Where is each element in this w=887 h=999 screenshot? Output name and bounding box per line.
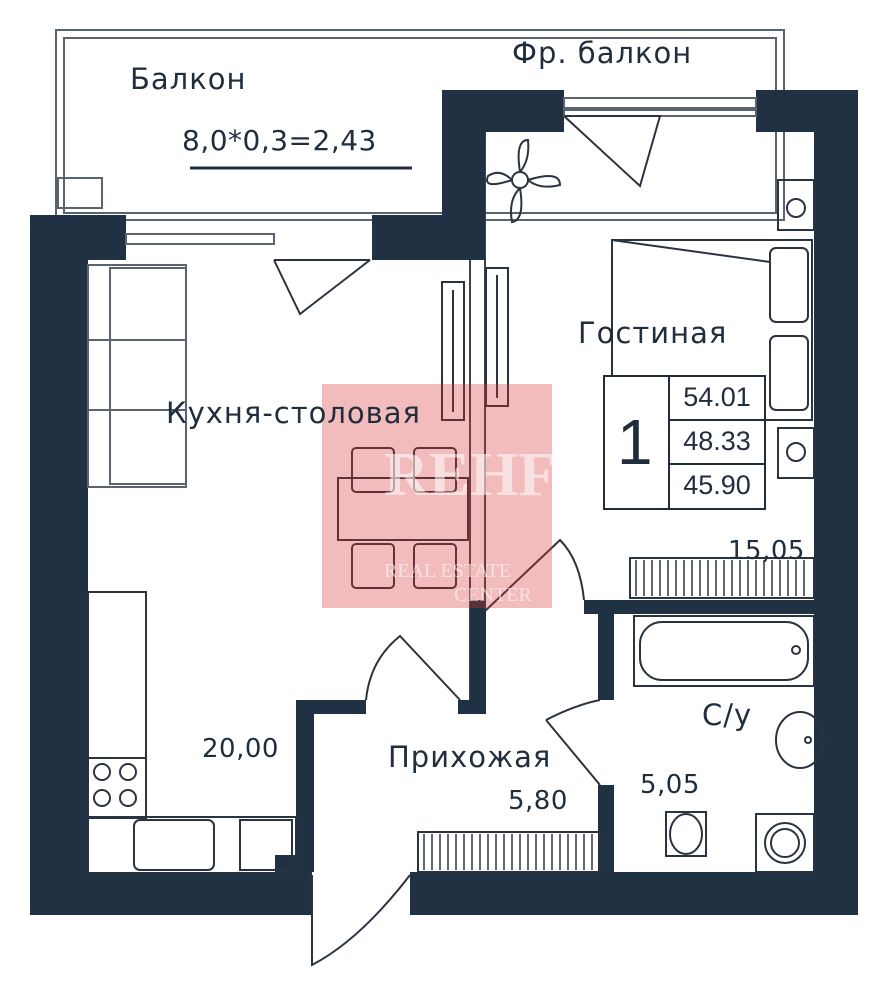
french-balcony-label: Фр. балкон (512, 36, 693, 70)
watermark-line2: CENTER (454, 584, 532, 606)
apartment-info-box: 1 54.01 48.33 45.90 (603, 375, 766, 510)
plant-icon (486, 138, 562, 224)
info-box-row-divider-1 (670, 419, 764, 421)
kitchen-counter (87, 591, 297, 876)
rooms-count: 1 (617, 406, 653, 478)
watermark (322, 384, 552, 608)
bathroom-area: 5,05 (640, 770, 700, 800)
watermark-line1: REAL ESTATE (384, 560, 512, 582)
wardrobe-shelves (441, 267, 509, 421)
watermark-brand: REHFE (384, 441, 598, 509)
living-radiator (629, 557, 815, 599)
info-box-row-divider-2 (670, 463, 764, 465)
area-2: 48.33 (683, 426, 751, 456)
kitchen-dining-area: 20,00 (202, 734, 279, 764)
balcony-label: Балкон (130, 62, 247, 96)
hallway-radiator (417, 831, 601, 873)
bathroom-sink (775, 711, 825, 769)
sofa (87, 264, 187, 488)
toilet (665, 811, 707, 857)
dining-table (337, 447, 469, 589)
living-room-label: Гостиная (578, 316, 728, 350)
doors (273, 115, 662, 967)
bathtub (633, 615, 815, 687)
info-box-divider (668, 377, 670, 508)
walls (30, 90, 858, 915)
nightstands (777, 179, 815, 479)
bathroom-label: С/у (702, 698, 753, 732)
hallway-label: Прихожая (388, 740, 552, 774)
hallway-area: 5,80 (508, 786, 568, 816)
living-room-area: 15,05 (728, 536, 805, 566)
washing-machine (755, 813, 815, 873)
area-3: 45.90 (683, 470, 751, 500)
kitchen-dining-label: Кухня-столовая (166, 396, 421, 430)
total-area: 54.01 (683, 382, 751, 412)
balcony-calc: 8,0*0,3=2,43 (182, 124, 377, 157)
